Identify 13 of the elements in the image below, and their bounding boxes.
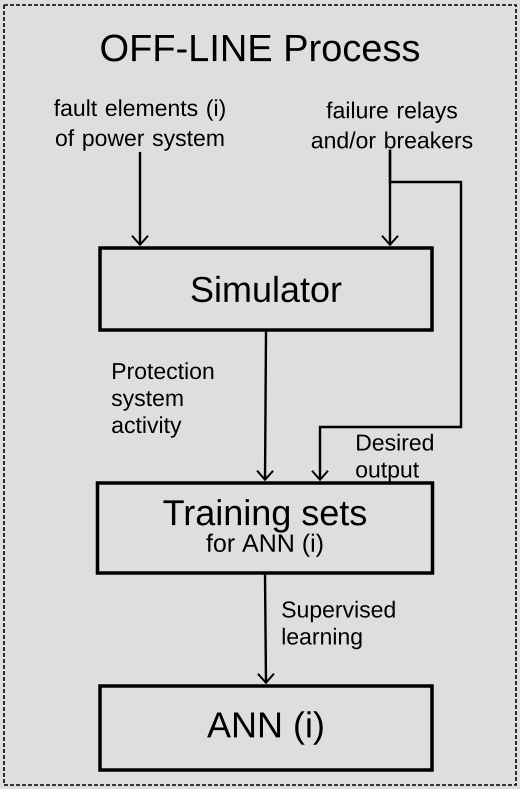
input-text: fault elements (i) of power system <box>54 99 225 151</box>
process-box: ANN (i) <box>98 684 434 772</box>
input-text: failure relays and/or breakers <box>312 102 472 148</box>
arrow <box>257 574 275 684</box>
process-box: Training sets for ANN (i) <box>96 481 434 575</box>
arrow <box>256 332 274 482</box>
edge-label: Desired output <box>356 434 433 482</box>
process-box: Simulator <box>98 246 434 332</box>
arrow <box>311 150 462 482</box>
arrow <box>131 152 149 246</box>
edge-label: Protection system activity <box>112 362 214 438</box>
title: OFF-LINE Process <box>101 34 420 62</box>
edge-label: Supervised learning <box>282 600 395 650</box>
